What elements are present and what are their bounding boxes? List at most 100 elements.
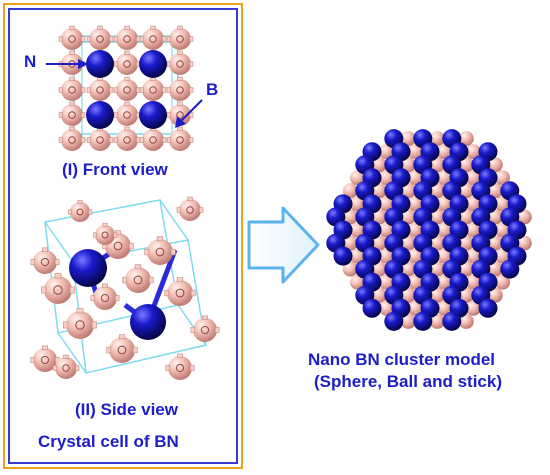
cluster-boron-atom (350, 196, 365, 212)
boron-atom (67, 199, 93, 222)
cluster-boron-atom (429, 131, 445, 147)
cluster-boron-atom (350, 274, 365, 290)
boron-atom (86, 76, 114, 101)
panel-frame-inner (8, 8, 238, 464)
crystal-cell-caption: Crystal cell of BN (38, 432, 179, 451)
cluster-boron-atom (371, 261, 387, 277)
boron-atom (113, 126, 141, 151)
cluster-boron-atom (342, 183, 358, 199)
boron-atom (166, 50, 194, 75)
side-view-structure (30, 196, 220, 380)
cluster-boron-atom (371, 183, 387, 199)
cluster-boron-atom (437, 144, 452, 160)
boron-atom (139, 25, 167, 50)
cluster-boron-atom (400, 209, 416, 225)
cluster-nitrogen-atom (478, 298, 498, 318)
cluster-boron-atom (400, 235, 416, 251)
boron-atom (63, 308, 97, 339)
cluster-boron-atom (466, 196, 481, 212)
cluster-boron-atom (466, 248, 481, 264)
cluster-boron-atom (371, 157, 387, 173)
cluster-nitrogen-atom (442, 311, 462, 331)
boron-atom (166, 126, 194, 151)
nitrogen-atom (86, 101, 114, 129)
cluster-boron-atom (379, 248, 394, 264)
cluster-boron-atom (466, 274, 481, 290)
boron-atom (113, 25, 141, 50)
cluster-boron-atom (400, 287, 416, 303)
boron-atom (139, 76, 167, 101)
boron-atom (176, 196, 204, 221)
cluster-boron-atom (400, 157, 416, 173)
cluster-boron-atom (458, 209, 474, 225)
cluster-boron-atom (371, 287, 387, 303)
cluster-boron-atom (437, 170, 452, 186)
nitrogen-atom (69, 249, 107, 287)
cluster-boron-atom (429, 313, 445, 329)
boron-atom (166, 101, 194, 126)
cluster-boron-atom (342, 261, 358, 277)
cluster-boron-atom (400, 313, 416, 329)
cluster-boron-atom (342, 235, 358, 251)
b-atom-label: B (206, 80, 219, 99)
cluster-boron-atom (487, 261, 503, 277)
boron-atom (122, 264, 154, 293)
b-pointer-arrow (175, 99, 203, 128)
cluster-boron-atom (379, 144, 394, 160)
front-view-label: (I) Front view (62, 160, 168, 179)
boron-atom (58, 25, 86, 50)
cluster-boron-atom (437, 222, 452, 238)
cluster-boron-atom (458, 131, 474, 147)
cluster-nitrogen-atom (413, 311, 433, 331)
cluster-boron-atom (495, 274, 510, 290)
boron-atom (52, 354, 80, 379)
cluster-boron-atom (516, 209, 532, 225)
cluster-boron-atom (516, 235, 532, 251)
cluster-boron-atom (466, 300, 481, 316)
cluster-boron-atom (342, 209, 358, 225)
cluster-boron-atom (466, 144, 481, 160)
boron-atom (190, 315, 220, 342)
cluster-boron-atom (495, 248, 510, 264)
boron-atom (165, 353, 195, 380)
cluster-boron-atom (379, 222, 394, 238)
boron-atom (86, 25, 114, 50)
cluster-boron-atom (408, 196, 423, 212)
cluster-boron-atom (379, 274, 394, 290)
boron-atom (58, 76, 86, 101)
boron-atom (113, 101, 141, 126)
cluster-nitrogen-atom (384, 311, 404, 331)
boron-atom (113, 76, 141, 101)
cluster-boron-atom (458, 183, 474, 199)
cluster-boron-atom (408, 274, 423, 290)
panel-frame-outer (3, 3, 243, 469)
boron-atom (58, 101, 86, 126)
boron-atom (30, 345, 60, 372)
cluster-boron-atom (487, 235, 503, 251)
nitrogen-atom (86, 50, 114, 78)
cluster-boron-atom (466, 170, 481, 186)
boron-atom (113, 50, 141, 75)
cluster-boron-atom (350, 222, 365, 238)
cluster-boron-atom (466, 222, 481, 238)
cluster-nitrogen-atom (500, 259, 520, 279)
cluster-boron-atom (379, 300, 394, 316)
cluster-boron-atom (400, 131, 416, 147)
boron-atom (139, 126, 167, 151)
unit-cell-edge (159, 199, 189, 241)
boron-atom (144, 236, 176, 265)
cluster-boron-atom (429, 157, 445, 173)
cluster-boron-atom (458, 235, 474, 251)
nitrogen-atom (139, 101, 167, 129)
cluster-boron-atom (408, 170, 423, 186)
cluster-boron-atom (371, 209, 387, 225)
cluster-boron-atom (487, 209, 503, 225)
boron-atom (166, 25, 194, 50)
cluster-boron-atom (487, 157, 503, 173)
front-view-structure (58, 25, 194, 151)
boron-atom (58, 126, 86, 151)
cluster-boron-atom (429, 183, 445, 199)
cluster-boron-atom (371, 235, 387, 251)
cluster-boron-atom (408, 222, 423, 238)
